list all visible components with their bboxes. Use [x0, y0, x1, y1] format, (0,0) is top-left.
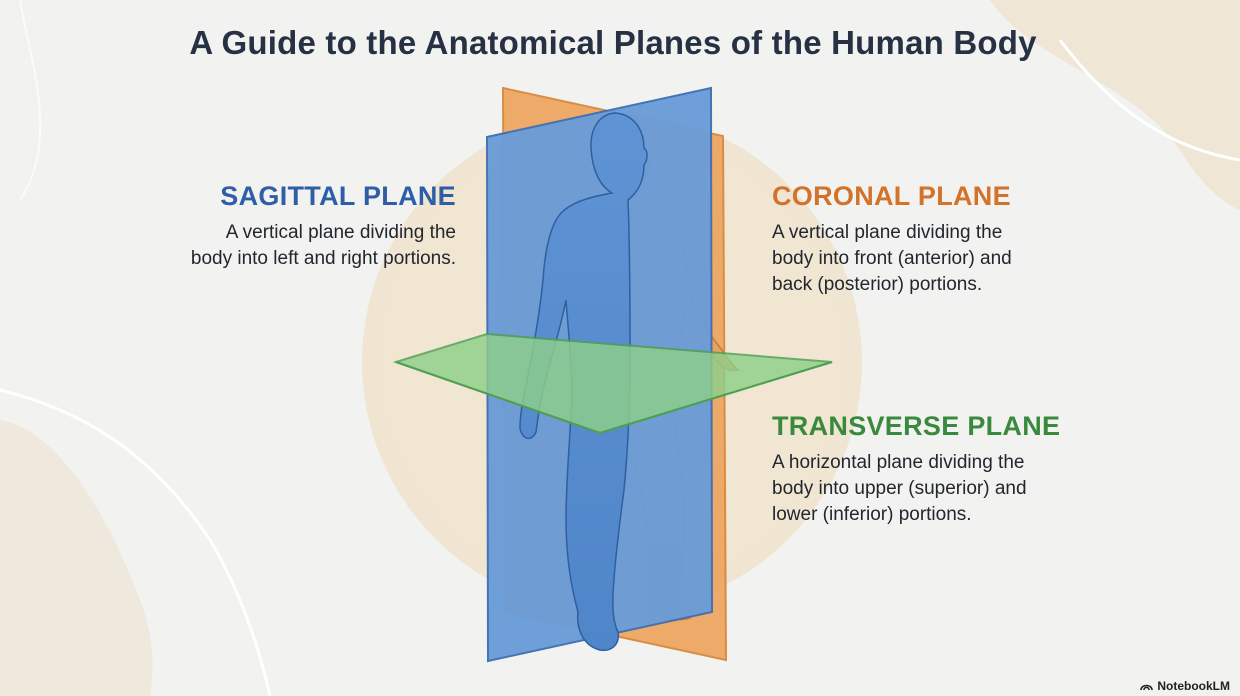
- transverse-description-line-3: lower (inferior) portions.: [772, 504, 972, 525]
- sagittal-description-line-1: A vertical plane dividing the: [225, 222, 456, 243]
- coronal-description-line-2: body into front (anterior) and: [772, 248, 1012, 269]
- transverse-plane-label: TRANSVERSE PLANE: [772, 411, 1061, 441]
- transverse-description-line-2: body into upper (superior) and: [772, 478, 1027, 499]
- transverse-plane-description: A horizontal plane dividing the body int…: [772, 450, 1027, 528]
- coronal-description-line-1: A vertical plane dividing the: [772, 222, 1003, 243]
- sagittal-plane-description: A vertical plane dividing the body into …: [100, 220, 456, 272]
- page-title: A Guide to the Anatomical Planes of the …: [189, 24, 1037, 61]
- sagittal-plane-label: SAGITTAL PLANE: [220, 181, 456, 211]
- sagittal-description-line-2: body into left and right portions.: [190, 248, 456, 269]
- transverse-description-line-1: A horizontal plane dividing the: [772, 452, 1025, 473]
- coronal-description-line-3: back (posterior) portions.: [772, 274, 983, 295]
- brand-watermark: NotebookLM: [1140, 679, 1230, 693]
- transverse-plane: [392, 332, 833, 435]
- transverse-plane-front-edge: [395, 361, 833, 435]
- coronal-plane-description: A vertical plane dividing the body into …: [772, 220, 1012, 298]
- notebooklm-logo-icon: [1140, 684, 1154, 691]
- brand-name: NotebookLM: [1157, 679, 1230, 693]
- coronal-plane-label: CORONAL PLANE: [772, 181, 1011, 211]
